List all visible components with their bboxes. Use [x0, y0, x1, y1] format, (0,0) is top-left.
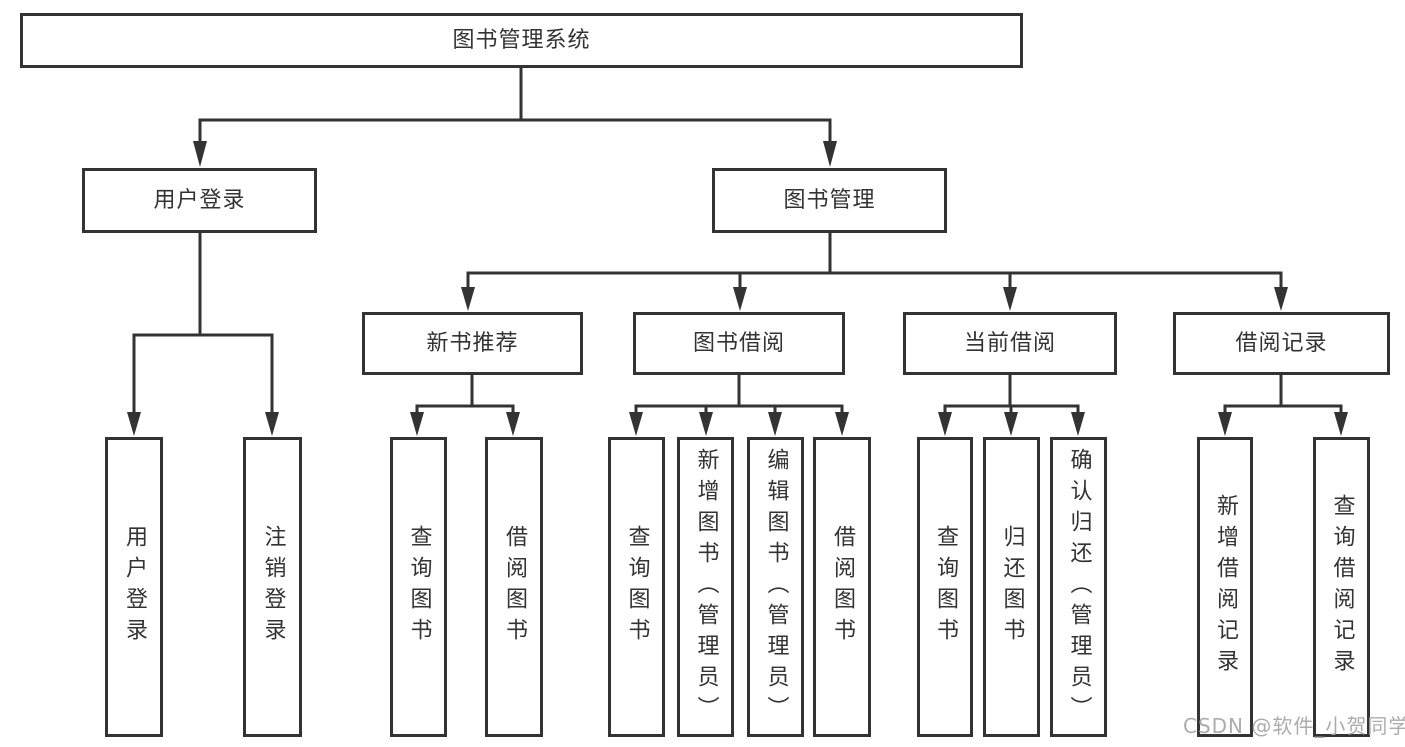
node-leaf-bb-add-books: 新增图书（管理员） [677, 437, 734, 737]
node-leaf-br-add-record: 新增借阅记录 [1197, 437, 1253, 737]
watermark: CSDN @软件_小贺同学 [1183, 714, 1405, 738]
node-book-borrow: 图书借阅 [633, 312, 845, 375]
node-leaf-logout: 注销登录 [243, 437, 302, 737]
connector-root [193, 68, 837, 167]
node-leaf-nb-borrow-books: 借阅图书 [485, 437, 543, 737]
node-leaf-cb-return-books: 归还图书 [983, 437, 1040, 737]
node-library-system: 图书管理系统 [20, 13, 1023, 68]
node-leaf-bb-query-books: 查询图书 [608, 437, 665, 737]
connector-borrow-records [1218, 375, 1348, 436]
node-user-login: 用户登录 [82, 168, 317, 233]
node-book-management: 图书管理 [712, 168, 947, 233]
node-leaf-bb-edit-books: 编辑图书（管理员） [747, 437, 804, 737]
connector-new-book-recommend [410, 375, 520, 436]
node-new-book-recommend: 新书推荐 [362, 312, 583, 375]
connector-book-management [461, 233, 1288, 311]
node-leaf-bb-borrow-books: 借阅图书 [813, 437, 871, 737]
node-borrow-records: 借阅记录 [1173, 312, 1390, 375]
node-leaf-nb-query-books: 查询图书 [390, 437, 447, 737]
connector-book-borrow [629, 375, 849, 436]
node-current-borrow: 当前借阅 [903, 312, 1117, 375]
node-leaf-cb-query-books: 查询图书 [917, 437, 973, 737]
node-leaf-br-query-record: 查询借阅记录 [1313, 437, 1370, 737]
connector-current-borrow [938, 375, 1085, 436]
node-leaf-cb-confirm-return: 确认归还（管理员） [1050, 437, 1107, 737]
connector-user-login [127, 233, 279, 436]
node-leaf-user-login: 用户登录 [105, 437, 163, 737]
